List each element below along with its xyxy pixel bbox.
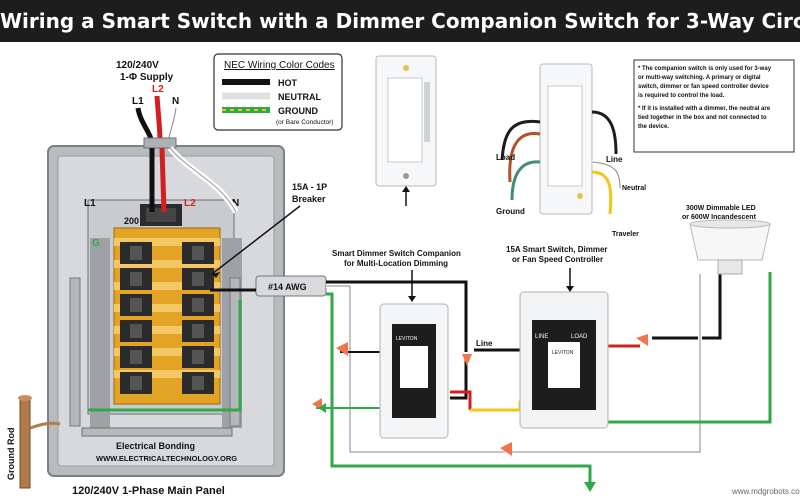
main-breaker-rating: 200: [124, 216, 139, 226]
nec-legend: NEC Wiring Color Codes HOT NEUTRAL GROUN…: [213, 53, 343, 131]
supply: 120/240V 1-Φ Supply L1 L2 N: [116, 60, 239, 214]
breaker-label-1: 15A - 1P: [292, 182, 327, 192]
cable: #14 AWG: [255, 275, 327, 297]
panel-label-l2: L2: [184, 198, 196, 209]
wire-label-ground: Ground: [496, 207, 525, 216]
led-lamp: 300W Dimmable LED or 600W Incandescent: [682, 205, 771, 275]
note-1-line-2: or multi-way switching. A primary or dig…: [638, 75, 761, 81]
cable-label: #14 AWG: [268, 282, 307, 292]
smart-switch-brand: LEVITON: [552, 350, 574, 356]
wiring: [88, 272, 772, 490]
panel-label-l1: L1: [84, 198, 96, 209]
supply-l1: L1: [132, 96, 144, 107]
main-panel: 200 L1 L2 N G Electrical Bonding WWW.ELE…: [47, 145, 285, 497]
bonding-label: Electrical Bonding: [116, 441, 195, 451]
companion-label-1: Smart Dimmer Switch Companion: [332, 249, 461, 258]
page-title: Wiring a Smart Switch with a Dimmer Comp…: [0, 9, 800, 33]
companion-label-2: for Multi-Location Dimming: [344, 259, 448, 268]
watermark: www.mdgrobots.com: [731, 487, 800, 496]
legend-ground-sub: (or Bare Conductor): [276, 119, 333, 126]
wire-label-neutral: Neutral: [622, 185, 646, 192]
note-1-line-1: * The companion switch is only used for …: [638, 66, 772, 72]
smart-switch-label-2: or Fan Speed Controller: [512, 255, 603, 264]
ground-rod: Ground Rod: [6, 395, 61, 489]
smart-switch-top: [500, 63, 622, 215]
note-2-line-1: * If it is installed with a dimmer, the …: [638, 106, 771, 112]
note-2-line-3: the device.: [638, 124, 669, 130]
lamp-label-2: or 600W Incandescent: [682, 214, 757, 221]
smart-switch-label-1: 15A Smart Switch, Dimmer: [506, 245, 608, 254]
wire-nuts: [312, 334, 648, 456]
wire-label-line: Line: [606, 155, 623, 164]
wire-label-load: Load: [496, 153, 515, 162]
legend-ground: GROUND: [278, 106, 318, 116]
title-bar: [0, 0, 800, 42]
note-1-line-4: is required to control the load.: [638, 93, 725, 99]
supply-l2: L2: [152, 84, 164, 95]
supply-voltage: 120/240V: [116, 60, 159, 71]
panel-caption: 120/240V 1-Phase Main Panel: [72, 485, 225, 497]
panel-label-g: G: [92, 238, 100, 249]
wire-label-line-small: Line: [476, 339, 493, 348]
supply-n: N: [172, 96, 179, 107]
lamp-label-1: 300W Dimmable LED: [686, 205, 756, 212]
smart-switch-load-terminal: LOAD: [571, 334, 588, 340]
smart-switch-line-terminal: LINE: [535, 334, 548, 340]
breakers: [120, 242, 214, 394]
panel-label-n: N: [232, 198, 239, 209]
smart-switch: LINE LOAD LEVITON: [519, 291, 609, 429]
companion-brand: LEVITON: [396, 336, 418, 342]
supply-phase: 1-Φ Supply: [120, 72, 174, 83]
legend-hot: HOT: [278, 78, 298, 88]
wire-label-traveler: Traveler: [612, 231, 639, 238]
legend-neutral: NEUTRAL: [278, 92, 321, 102]
breaker-label-2: Breaker: [292, 194, 326, 204]
legend-title: NEC Wiring Color Codes: [224, 60, 335, 71]
note-2-line-2: tied together in the box and not connect…: [638, 115, 767, 121]
wiring-diagram: 200 L1 L2 N G Electrical Bonding WWW.ELE…: [6, 53, 800, 497]
ground-rod-label: Ground Rod: [6, 428, 16, 481]
notes-box: * The companion switch is only used for …: [633, 59, 795, 153]
website-label: WWW.ELECTRICALTECHNOLOGY.ORG: [96, 454, 237, 463]
note-1-line-3: switch, dimmer or fan speed controller d…: [638, 84, 769, 90]
companion-switch: LEVITON: [379, 303, 449, 439]
companion-dimmer-top: [375, 55, 437, 187]
